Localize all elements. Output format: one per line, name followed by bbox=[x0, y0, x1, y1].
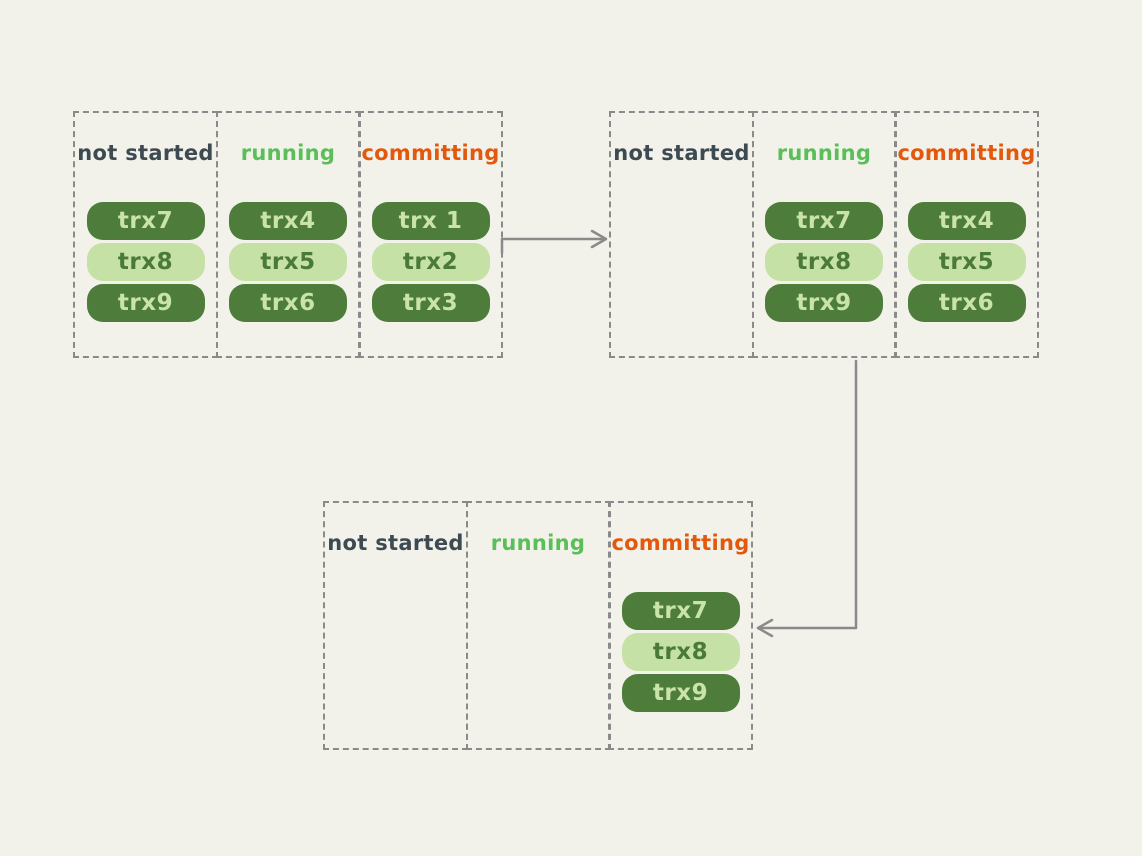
trx-pill: trx9 bbox=[765, 284, 883, 322]
not-started-label: not started bbox=[613, 141, 750, 165]
trx-pill: trx9 bbox=[86, 284, 205, 322]
pill-stack: trx4 trx5 trx6 bbox=[229, 202, 347, 322]
committing-label: committing bbox=[361, 141, 500, 165]
stage1-panel-running: running trx4 trx5 trx6 bbox=[215, 111, 361, 358]
trx-pill: trx8 bbox=[621, 633, 740, 671]
trx-pill: trx7 bbox=[86, 202, 205, 240]
trx-pill: trx9 bbox=[621, 674, 740, 712]
trx-pill: trx3 bbox=[371, 284, 490, 322]
stage-2-group: not started running trx7 trx8 trx9 commi… bbox=[609, 111, 1039, 358]
trx-pill: trx7 bbox=[765, 202, 883, 240]
running-label: running bbox=[240, 141, 336, 165]
stage3-panel-not-started: not started bbox=[323, 501, 468, 750]
stage3-panel-committing: committing trx7 trx8 trx9 bbox=[608, 501, 753, 750]
pill-stack: trx7 trx8 trx9 bbox=[765, 202, 883, 322]
pill-stack: trx7 trx8 trx9 bbox=[621, 592, 740, 712]
stage3-panel-running: running bbox=[465, 501, 611, 750]
stage-3-group: not started running committing trx7 trx8… bbox=[323, 501, 753, 750]
trx-pill: trx5 bbox=[229, 243, 347, 281]
stage2-panel-committing: committing trx4 trx5 trx6 bbox=[894, 111, 1039, 358]
committing-label: committing bbox=[897, 141, 1036, 165]
stage1-panel-committing: committing trx 1 trx2 trx3 bbox=[358, 111, 503, 358]
trx-pill: trx5 bbox=[907, 243, 1026, 281]
trx-pill: trx8 bbox=[86, 243, 205, 281]
not-started-label: not started bbox=[77, 141, 214, 165]
not-started-label: not started bbox=[327, 531, 464, 555]
stage2-panel-running: running trx7 trx8 trx9 bbox=[751, 111, 897, 358]
committing-label: committing bbox=[611, 531, 750, 555]
pill-stack: trx4 trx5 trx6 bbox=[907, 202, 1026, 322]
trx-pill: trx7 bbox=[621, 592, 740, 630]
trx-pill: trx 1 bbox=[371, 202, 490, 240]
stage2-panel-not-started: not started bbox=[609, 111, 754, 358]
running-label: running bbox=[490, 531, 586, 555]
pill-stack: trx 1 trx2 trx3 bbox=[371, 202, 490, 322]
stage1-panel-not-started: not started trx7 trx8 trx9 bbox=[73, 111, 218, 358]
arrow-stage1-to-stage2 bbox=[500, 229, 608, 255]
trx-pill: trx2 bbox=[371, 243, 490, 281]
pill-stack: trx7 trx8 trx9 bbox=[86, 202, 205, 322]
trx-pill: trx8 bbox=[765, 243, 883, 281]
trx-pill: trx4 bbox=[229, 202, 347, 240]
trx-pill: trx6 bbox=[229, 284, 347, 322]
running-label: running bbox=[776, 141, 872, 165]
arrow-stage2-to-stage3 bbox=[756, 359, 858, 638]
trx-pill: trx6 bbox=[907, 284, 1026, 322]
stage-1-group: not started trx7 trx8 trx9 running trx4 … bbox=[73, 111, 503, 358]
trx-pill: trx4 bbox=[907, 202, 1026, 240]
